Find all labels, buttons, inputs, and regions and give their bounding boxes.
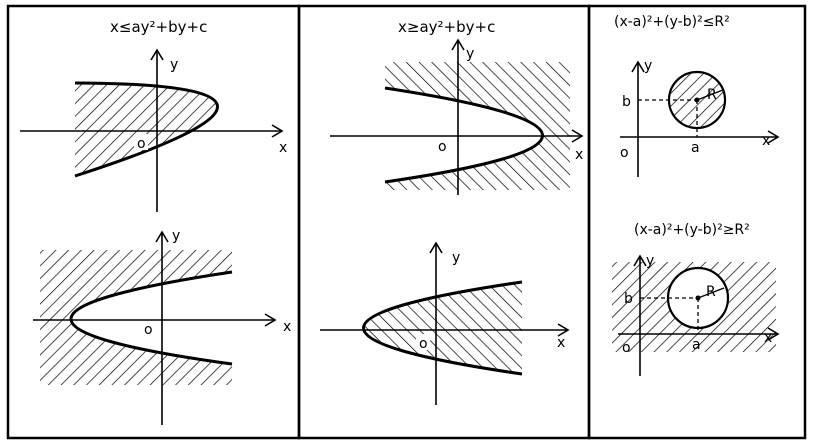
y-label: y xyxy=(646,253,654,269)
graph-1b: x y o xyxy=(33,228,291,425)
origin-label: o xyxy=(419,336,428,352)
x-label: x xyxy=(762,133,770,149)
shaded-region xyxy=(40,250,232,385)
parabola-curve xyxy=(69,270,233,366)
radius-line xyxy=(697,287,725,299)
origin-label: o xyxy=(137,136,146,152)
origin-label: o xyxy=(622,340,631,356)
y-axis-arrow xyxy=(155,230,169,243)
x-label: x xyxy=(283,319,291,335)
x-axis-arrow xyxy=(571,129,584,143)
radius-line xyxy=(696,89,724,101)
origin-label: o xyxy=(144,322,153,338)
x-axis-arrow xyxy=(767,327,780,341)
r-label: R xyxy=(707,87,717,103)
y-axis-arrow xyxy=(633,254,647,267)
circle-graph-2: (x-a)²+(y-b)²≥R² x y o a b R xyxy=(612,222,780,376)
parabola-curve xyxy=(74,81,219,178)
shaded-region xyxy=(75,83,218,176)
graph-title: (x-a)²+(y-b)²≤R² xyxy=(614,14,730,30)
graph-2a: x y o xyxy=(330,38,584,195)
graph-2b: x y o xyxy=(320,241,570,405)
y-axis-arrow xyxy=(429,241,443,254)
origin-label-bg xyxy=(134,134,148,150)
y-axis-arrow xyxy=(631,60,645,73)
y-label: y xyxy=(644,58,652,74)
panel-frame-3 xyxy=(587,4,807,440)
y-axis-arrow xyxy=(451,38,465,51)
origin-label-bg xyxy=(416,334,430,350)
y-label: y xyxy=(466,46,474,62)
panel-1-title: x≤ay²+by+c xyxy=(110,18,207,36)
x-axis-arrow xyxy=(271,124,284,138)
graph-title: (x-a)²+(y-b)²≥R² xyxy=(634,222,750,238)
parabola-curve xyxy=(362,280,523,376)
graph-1a: x y o xyxy=(20,48,287,212)
b-label: b xyxy=(622,94,631,110)
y-label: y xyxy=(172,228,180,244)
shaded-region xyxy=(385,62,570,190)
r-label: R xyxy=(706,284,716,300)
panel-2-title: x≥ay²+by+c xyxy=(398,18,495,36)
a-label: a xyxy=(691,140,700,156)
x-label: x xyxy=(279,140,287,156)
x-axis-arrow xyxy=(557,323,570,337)
y-label: y xyxy=(452,250,460,266)
x-axis-arrow xyxy=(264,313,277,327)
a-label: a xyxy=(692,337,701,353)
x-axis-arrow xyxy=(767,130,780,144)
center-point xyxy=(694,97,700,103)
origin-label: o xyxy=(438,139,447,155)
x-label: x xyxy=(764,330,772,346)
origin-label: o xyxy=(620,145,629,161)
x-label: x xyxy=(557,335,565,351)
y-axis-arrow xyxy=(150,48,164,61)
x-label: x xyxy=(575,147,583,163)
b-label: b xyxy=(624,291,633,307)
y-label: y xyxy=(170,57,178,73)
center-point xyxy=(695,295,701,301)
circle-graph-1: (x-a)²+(y-b)²≤R² x y o a b R xyxy=(614,14,780,177)
